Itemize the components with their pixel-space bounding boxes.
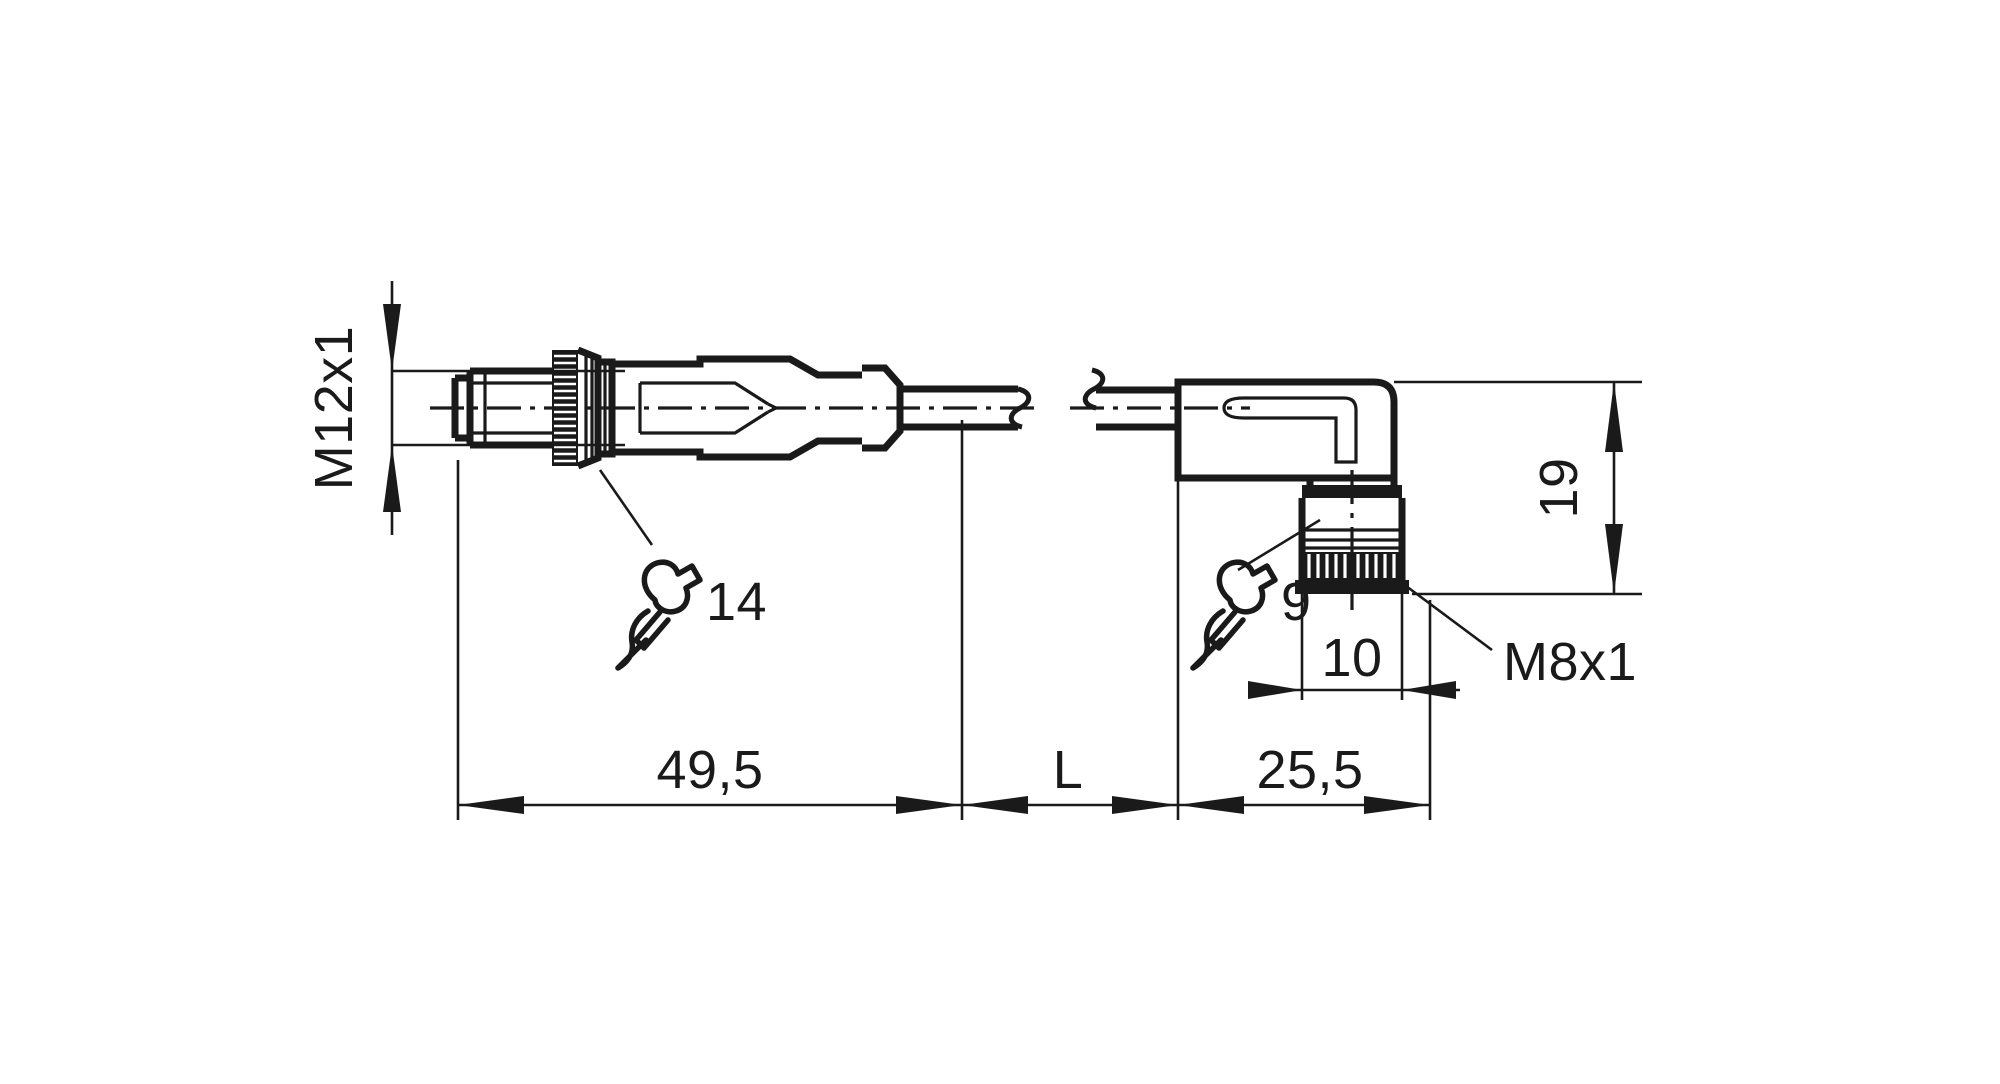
arrow-right-25-5 [1364, 796, 1430, 814]
label-dim-25-5: 25,5 [1256, 740, 1363, 800]
bottom-dimension-chain: 49,5 L 25,5 [456, 420, 1432, 820]
wrench-callout-right: 9 [1190, 518, 1321, 671]
right-m8-connector [1070, 367, 1409, 610]
label-m12-thread: M12x1 [304, 326, 364, 491]
m12-overmold-body [612, 355, 862, 461]
dim-segment-L: L [962, 740, 1178, 814]
label-m8-thread: M8x1 [1503, 632, 1637, 692]
arrow-left-L [962, 796, 1028, 814]
dim-segment-25-5: 25,5 [1178, 740, 1430, 814]
knurl-teeth [554, 354, 576, 463]
dim-segment-49-5: 49,5 [458, 740, 962, 814]
wrench-icon-right [1190, 559, 1278, 671]
wrench-icon-left [615, 559, 703, 671]
dim-height-19: 19 [1394, 380, 1642, 596]
label-dim-49-5: 49,5 [656, 740, 763, 800]
arrow-down-m12 [383, 445, 401, 512]
arrow-up-19 [1605, 382, 1623, 452]
label-dim-19: 19 [1529, 457, 1589, 518]
label-dim-L: L [1053, 740, 1084, 800]
dim-nut-width-10: 10 [1248, 498, 1460, 700]
leader-line-m8 [1397, 578, 1493, 652]
label-dim-10: 10 [1321, 628, 1382, 688]
arrow-left-49-5 [458, 796, 524, 814]
arrow-down-19 [1605, 524, 1623, 594]
m8-thread-callout: M8x1 [1397, 578, 1637, 692]
leader-line-wrench-right [1237, 518, 1321, 572]
dim-m12-thread: M12x1 [304, 281, 625, 535]
wrench-callout-left: 14 [598, 469, 767, 671]
arrow-up-m12 [383, 304, 401, 371]
arrow-left-10 [1248, 681, 1302, 699]
arrow-right-49-5 [896, 796, 962, 814]
nut-knurl-teeth [1307, 554, 1396, 578]
arrow-left-25-5 [1178, 796, 1244, 814]
m8-coupling-nut [1295, 470, 1409, 610]
arrow-right-L [1112, 796, 1178, 814]
label-wrench-size-right: 9 [1281, 572, 1312, 632]
label-wrench-size-left: 14 [706, 572, 767, 632]
leader-line-wrench-left [598, 469, 654, 546]
cable-stub-right [1082, 367, 1178, 431]
